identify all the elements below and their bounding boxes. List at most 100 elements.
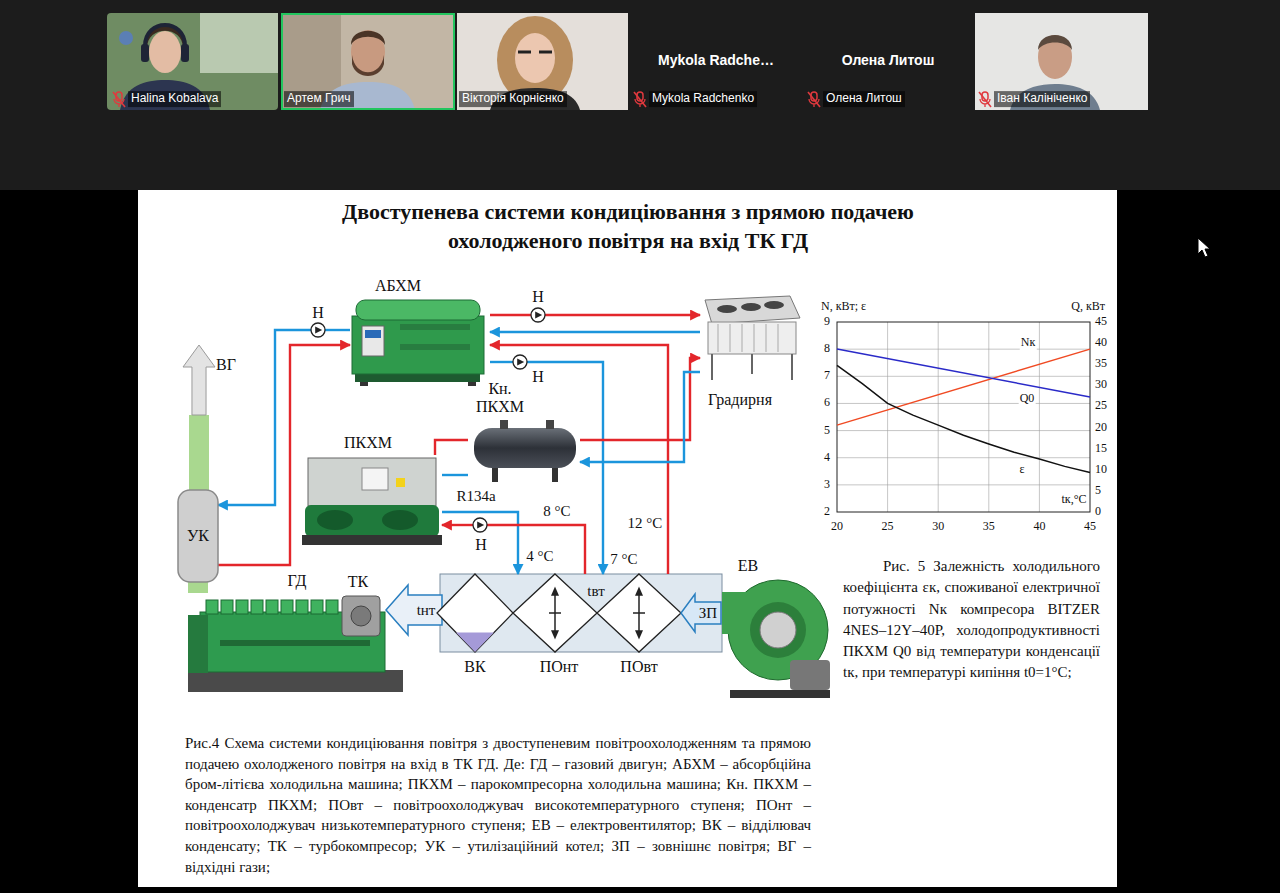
- air-arrow-shape: [681, 594, 721, 632]
- video-tile: [200, 13, 278, 73]
- video-tile: [107, 13, 278, 110]
- node-label: Н: [475, 536, 487, 554]
- participant-name: Вікторія Корнієнко: [459, 91, 567, 107]
- gas-engine-picture: [188, 670, 403, 692]
- chart-label: 9: [823, 315, 831, 329]
- pipe-line: [442, 512, 518, 574]
- node-label: Н: [532, 288, 544, 306]
- flow-arrow: [551, 586, 559, 595]
- video-tile: [975, 13, 1148, 110]
- absorption-chiller-picture: [352, 300, 484, 386]
- chart-label: 8: [823, 342, 831, 356]
- video-tile: [281, 13, 455, 110]
- figure-caption: Рис.4 Схема системи кондиціювання повітр…: [185, 733, 811, 877]
- absorption-chiller-picture: [362, 326, 384, 356]
- compressor-chiller-picture: [396, 478, 405, 487]
- video-tile: [1038, 35, 1072, 79]
- cooling-tower-picture: [708, 322, 796, 354]
- cooling-tower-picture: [705, 296, 800, 380]
- node-shape: [513, 355, 527, 369]
- exhaust-arrow: ВГ: [183, 345, 215, 415]
- slide: [138, 190, 1117, 887]
- figure-caption: Рис. 5 Залежність холодильного коефіцієн…: [843, 556, 1100, 684]
- video-tile: [518, 51, 552, 54]
- fan-picture: [750, 602, 806, 658]
- video-tile: [282, 14, 454, 109]
- pipe-line: [442, 524, 473, 526]
- absorption-chiller-picture: [468, 382, 476, 386]
- pump-triangle: [315, 327, 322, 334]
- turbocharger-shape: [351, 606, 371, 626]
- chart-label: 20: [830, 520, 844, 534]
- slide: [138, 190, 1117, 887]
- chart-label: Q, кВт: [1070, 300, 1106, 314]
- chart-label: 10: [1094, 463, 1108, 477]
- outside-air-arrow: ЗП: [681, 594, 721, 632]
- node-shape: [342, 596, 380, 636]
- condensate-separator: ВК: [437, 574, 513, 652]
- mute-icons: [808, 92, 820, 107]
- gas-engine-picture: [326, 600, 338, 614]
- gas-engine-picture: [206, 600, 338, 614]
- chart-label: 5: [1094, 484, 1102, 498]
- node-label: Градирня: [708, 391, 772, 409]
- node-label: АБХМ: [375, 277, 421, 295]
- chart-label: tк,°C: [1061, 493, 1088, 507]
- chart-grid: [938, 322, 939, 512]
- gas-engine-picture: [236, 600, 248, 614]
- node-label: ЕВ: [738, 557, 758, 575]
- node-label: ПОнт: [540, 658, 579, 676]
- cooling-tower-picture: [717, 305, 737, 313]
- fan-picture: [730, 690, 830, 698]
- chart-grid: [887, 322, 888, 512]
- gas-engine-picture: [188, 615, 208, 673]
- condenser-picture: [500, 420, 508, 429]
- flow-arrow: [551, 630, 559, 639]
- flow-arrow: [633, 612, 645, 614]
- diagram-label: 8 °C: [542, 503, 571, 520]
- gas-engine: ГДТК: [185, 593, 400, 695]
- condenser-picture: [474, 420, 576, 482]
- node-shape: [531, 308, 545, 322]
- chart-label: 30: [1094, 378, 1108, 392]
- video-tile: [141, 44, 149, 62]
- air-arrow-shape: [386, 585, 442, 635]
- air-cooler: ПОвт: [597, 574, 681, 652]
- chart-label: 15: [1094, 442, 1108, 456]
- gas-engine-picture: [221, 600, 233, 614]
- absorption-chiller-picture: [356, 300, 480, 320]
- pipe-line: [487, 525, 585, 574]
- chart-label: ε: [1018, 463, 1025, 477]
- chart-curves: [837, 365, 1090, 472]
- node-label: Н: [312, 304, 324, 322]
- heat-exchanger-diamond: [513, 574, 597, 652]
- compressor-chiller-picture: [317, 510, 353, 530]
- pipe-line: [490, 361, 513, 363]
- video-tile: [352, 55, 384, 76]
- participant-name: Олена Литош: [823, 91, 905, 107]
- exhaust-arrow-shape: [183, 345, 215, 415]
- electric-fan: ЕВ: [722, 578, 832, 700]
- pipe-line: [218, 345, 350, 565]
- turbocharger: ТК: [342, 596, 380, 636]
- fan-picture: [760, 612, 796, 648]
- node-label: УК: [187, 527, 209, 545]
- chart-grid: [837, 457, 1090, 458]
- meeting-bar: [0, 0, 1280, 190]
- video-tile: [145, 25, 185, 46]
- chart-curves: [837, 349, 1090, 425]
- heat-exchanger-diamond: [597, 574, 681, 652]
- node-shape: [183, 345, 215, 415]
- chart-label: 45: [1094, 315, 1108, 329]
- pipe-line: [580, 358, 700, 440]
- chart-grid: [837, 484, 1090, 485]
- mute-icons: [634, 92, 646, 107]
- boiler-shape: [178, 490, 218, 582]
- absorption-chiller: АБХМ: [350, 298, 490, 386]
- video-tile: [457, 13, 628, 110]
- mute-icons: [979, 92, 991, 107]
- video-tile: [107, 13, 278, 110]
- cooling-tower-picture: [712, 354, 792, 380]
- node-label: Кн. ПКХМ: [472, 380, 528, 415]
